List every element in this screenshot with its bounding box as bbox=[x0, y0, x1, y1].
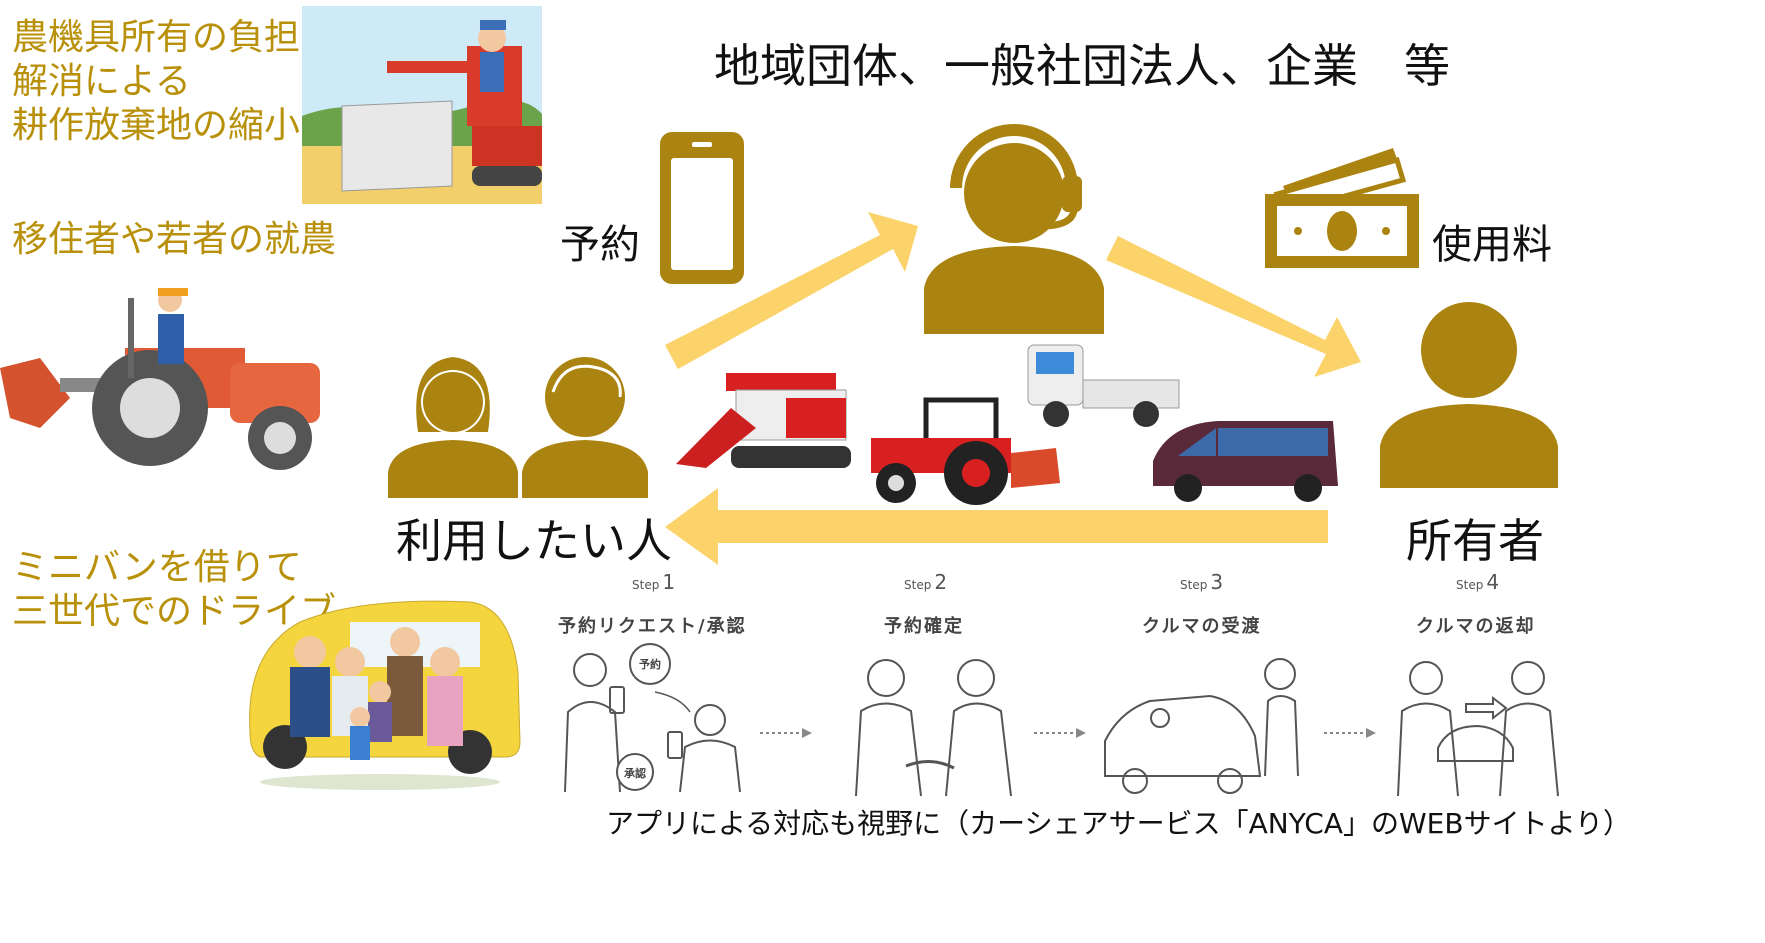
benefit-line: 解消による bbox=[12, 61, 191, 102]
red-tractor-image bbox=[871, 397, 1060, 505]
bottom-caption: アプリによる対応も視野に（カーシェアサービス「ANYCA」のWEBサイトより） bbox=[606, 807, 1632, 840]
arrow-owner-to-user bbox=[665, 488, 1328, 565]
step-3-illustration bbox=[1104, 658, 1299, 794]
step-word: Step bbox=[904, 578, 932, 592]
step-digit: 4 bbox=[1486, 570, 1500, 594]
step-digit: 2 bbox=[934, 570, 948, 594]
family-minivan-illustration bbox=[249, 600, 521, 790]
step-2-illustration bbox=[855, 659, 1012, 797]
step-digit: 3 bbox=[1210, 570, 1224, 594]
org-title: 地域団体、一般社団法人、企業 等 bbox=[714, 39, 1450, 93]
step-word: Step bbox=[632, 578, 660, 592]
fee-label: 使用料 bbox=[1432, 222, 1552, 268]
owner-label: 所有者 bbox=[1406, 514, 1544, 568]
step-3-title: クルマの受渡 bbox=[1142, 616, 1262, 637]
step-4-title: クルマの返却 bbox=[1416, 616, 1536, 637]
benefit-line: 農機具所有の負担 bbox=[12, 17, 301, 58]
approve-bubble-text: 承認 bbox=[624, 767, 646, 780]
tractor-illustration bbox=[0, 288, 320, 470]
step-word: Step bbox=[1180, 578, 1208, 592]
owner-icon bbox=[1380, 302, 1558, 488]
benefit-new-farmers: 移住者や若者の就農 bbox=[12, 219, 337, 260]
step-digit: 1 bbox=[662, 570, 676, 594]
benefit-line: ミニバンを借りて bbox=[12, 547, 302, 588]
request-bubble-text: 予約 bbox=[639, 658, 661, 671]
operator-headset-icon bbox=[924, 124, 1104, 334]
combine-harvester-illustration bbox=[302, 6, 542, 204]
benefit-family-drive: ミニバンを借りて 三世代でのドライブ bbox=[12, 546, 336, 634]
user-pair-icon bbox=[388, 357, 648, 498]
money-bill-icon bbox=[1265, 148, 1419, 268]
step-1-illustration bbox=[564, 643, 741, 793]
benefit-line: 耕作放棄地の縮小 bbox=[12, 105, 301, 146]
white-truck-image bbox=[1027, 344, 1180, 427]
step-word: Step bbox=[1456, 578, 1484, 592]
step-4-illustration bbox=[1397, 661, 1559, 797]
minivan-image bbox=[1153, 421, 1338, 502]
arrow-org-to-owner bbox=[1106, 236, 1361, 377]
step-2-title: 予約確定 bbox=[884, 616, 964, 637]
reserve-label: 予約 bbox=[560, 222, 640, 268]
benefit-farm-equipment: 農機具所有の負担 解消による 耕作放棄地の縮小 bbox=[12, 16, 300, 148]
user-label: 利用したい人 bbox=[396, 514, 672, 568]
arrow-user-to-org bbox=[665, 212, 918, 369]
combine-vehicle-image bbox=[676, 373, 851, 468]
smartphone-icon bbox=[660, 132, 744, 284]
benefit-line: 三世代でのドライブ bbox=[12, 591, 337, 632]
step-1-title: 予約リクエスト/承認 bbox=[558, 616, 747, 637]
